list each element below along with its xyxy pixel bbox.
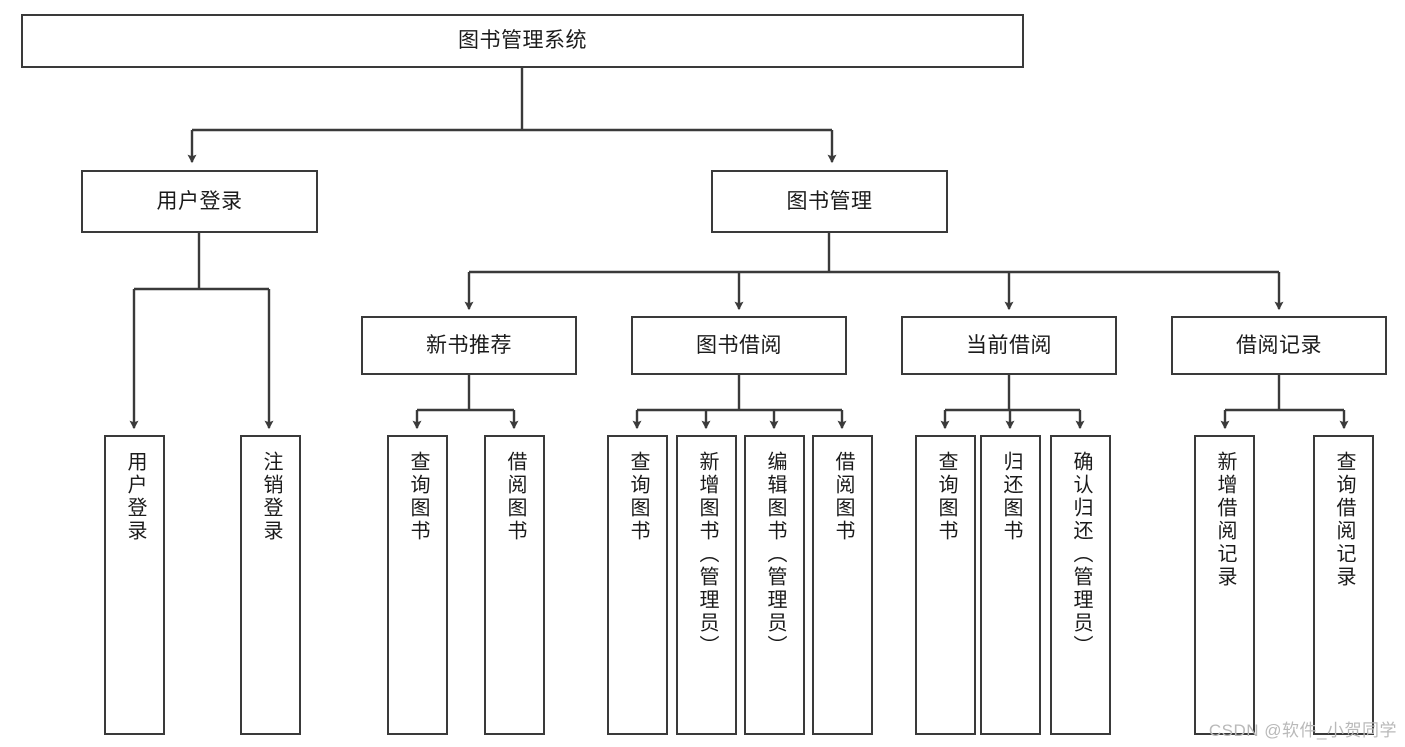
node-leaf-borrow-book-1[interactable]: 借阅图书	[484, 435, 545, 735]
node-book-management-label: 图书管理	[786, 189, 873, 213]
node-leaf-query-book-1[interactable]: 查询图书	[387, 435, 448, 735]
node-leaf-add-record-label: 新增借阅记录	[1214, 451, 1236, 589]
node-borrow-record[interactable]: 借阅记录	[1171, 316, 1387, 375]
node-leaf-borrow-book-2[interactable]: 借阅图书	[812, 435, 873, 735]
node-leaf-add-book[interactable]: 新增图书（管理员）	[676, 435, 737, 735]
node-leaf-query-book-1-label: 查询图书	[407, 451, 429, 543]
node-leaf-query-record-label: 查询借阅记录	[1333, 451, 1355, 589]
node-leaf-query-book-3-label: 查询图书	[935, 451, 957, 543]
node-leaf-confirm-return-label: 确认归还（管理员）	[1070, 451, 1092, 658]
node-leaf-return-book[interactable]: 归还图书	[980, 435, 1041, 735]
watermark-text: CSDN @软件_小贺同学	[1208, 721, 1397, 740]
node-leaf-add-record[interactable]: 新增借阅记录	[1194, 435, 1255, 735]
node-leaf-edit-book-label: 编辑图书（管理员）	[764, 451, 786, 658]
node-leaf-confirm-return[interactable]: 确认归还（管理员）	[1050, 435, 1111, 735]
node-leaf-edit-book[interactable]: 编辑图书（管理员）	[744, 435, 805, 735]
node-borrow-record-label: 借阅记录	[1236, 333, 1322, 357]
node-leaf-logout[interactable]: 注销登录	[240, 435, 301, 735]
node-leaf-query-book-2-label: 查询图书	[627, 451, 649, 543]
node-leaf-borrow-book-2-label: 借阅图书	[832, 451, 854, 543]
node-new-book-recommend[interactable]: 新书推荐	[361, 316, 577, 375]
node-current-borrow[interactable]: 当前借阅	[901, 316, 1117, 375]
node-leaf-borrow-book-1-label: 借阅图书	[504, 451, 526, 543]
node-leaf-add-book-label: 新增图书（管理员）	[696, 451, 718, 658]
node-root[interactable]: 图书管理系统	[21, 14, 1024, 68]
node-current-borrow-label: 当前借阅	[966, 333, 1052, 357]
node-leaf-query-book-2[interactable]: 查询图书	[607, 435, 668, 735]
node-leaf-logout-label: 注销登录	[260, 451, 282, 543]
node-leaf-return-book-label: 归还图书	[1000, 451, 1022, 543]
node-leaf-user-login[interactable]: 用户登录	[104, 435, 165, 735]
node-book-borrow-label: 图书借阅	[696, 333, 782, 357]
node-user-login[interactable]: 用户登录	[81, 170, 318, 233]
node-leaf-user-login-label: 用户登录	[124, 451, 146, 543]
node-root-label: 图书管理系统	[458, 29, 587, 53]
node-book-borrow[interactable]: 图书借阅	[631, 316, 847, 375]
node-book-management[interactable]: 图书管理	[711, 170, 948, 233]
node-new-book-recommend-label: 新书推荐	[426, 333, 512, 357]
node-user-login-label: 用户登录	[156, 189, 243, 213]
node-leaf-query-record[interactable]: 查询借阅记录	[1313, 435, 1374, 735]
node-leaf-query-book-3[interactable]: 查询图书	[915, 435, 976, 735]
